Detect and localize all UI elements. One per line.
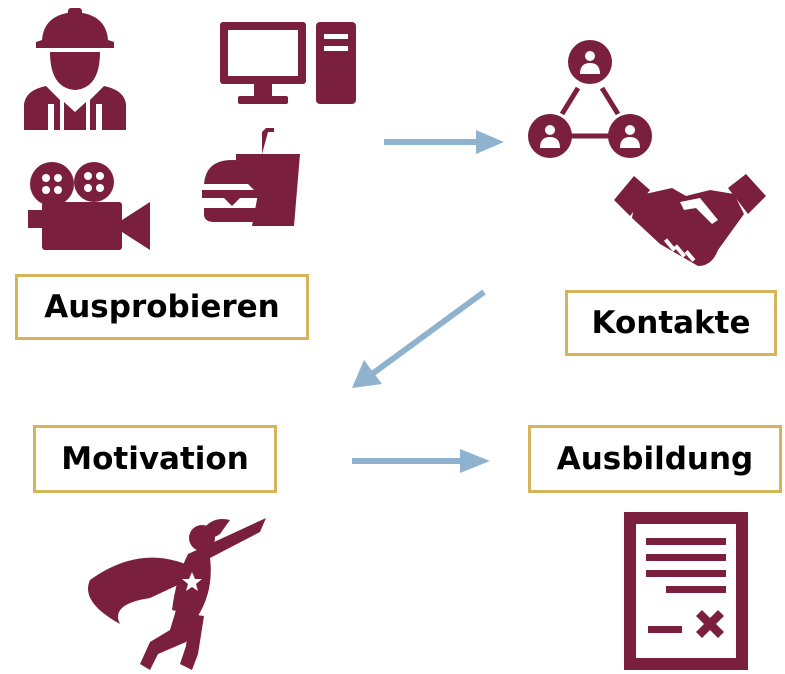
handshake-icon bbox=[614, 174, 766, 266]
arrow-right-top bbox=[384, 130, 504, 154]
label-kontakte-text: Kontakte bbox=[591, 305, 751, 341]
construction-worker-icon bbox=[24, 8, 126, 130]
label-motivation-text: Motivation bbox=[61, 441, 249, 477]
desktop-computer-icon bbox=[220, 22, 356, 104]
network-people-icon bbox=[528, 40, 652, 158]
arrow-diagonal bbox=[352, 289, 486, 388]
fast-food-icon bbox=[202, 128, 300, 226]
label-ausbildung-text: Ausbildung bbox=[556, 441, 754, 477]
label-ausprobieren-text: Ausprobieren bbox=[44, 289, 280, 325]
label-ausbildung: Ausbildung bbox=[528, 425, 782, 493]
superhero-icon bbox=[88, 518, 266, 670]
arrow-right-bottom bbox=[352, 449, 490, 473]
label-kontakte: Kontakte bbox=[565, 290, 777, 356]
certificate-document-icon bbox=[624, 512, 748, 670]
movie-camera-icon bbox=[28, 162, 150, 250]
label-ausprobieren: Ausprobieren bbox=[15, 274, 309, 340]
label-motivation: Motivation bbox=[33, 425, 277, 493]
